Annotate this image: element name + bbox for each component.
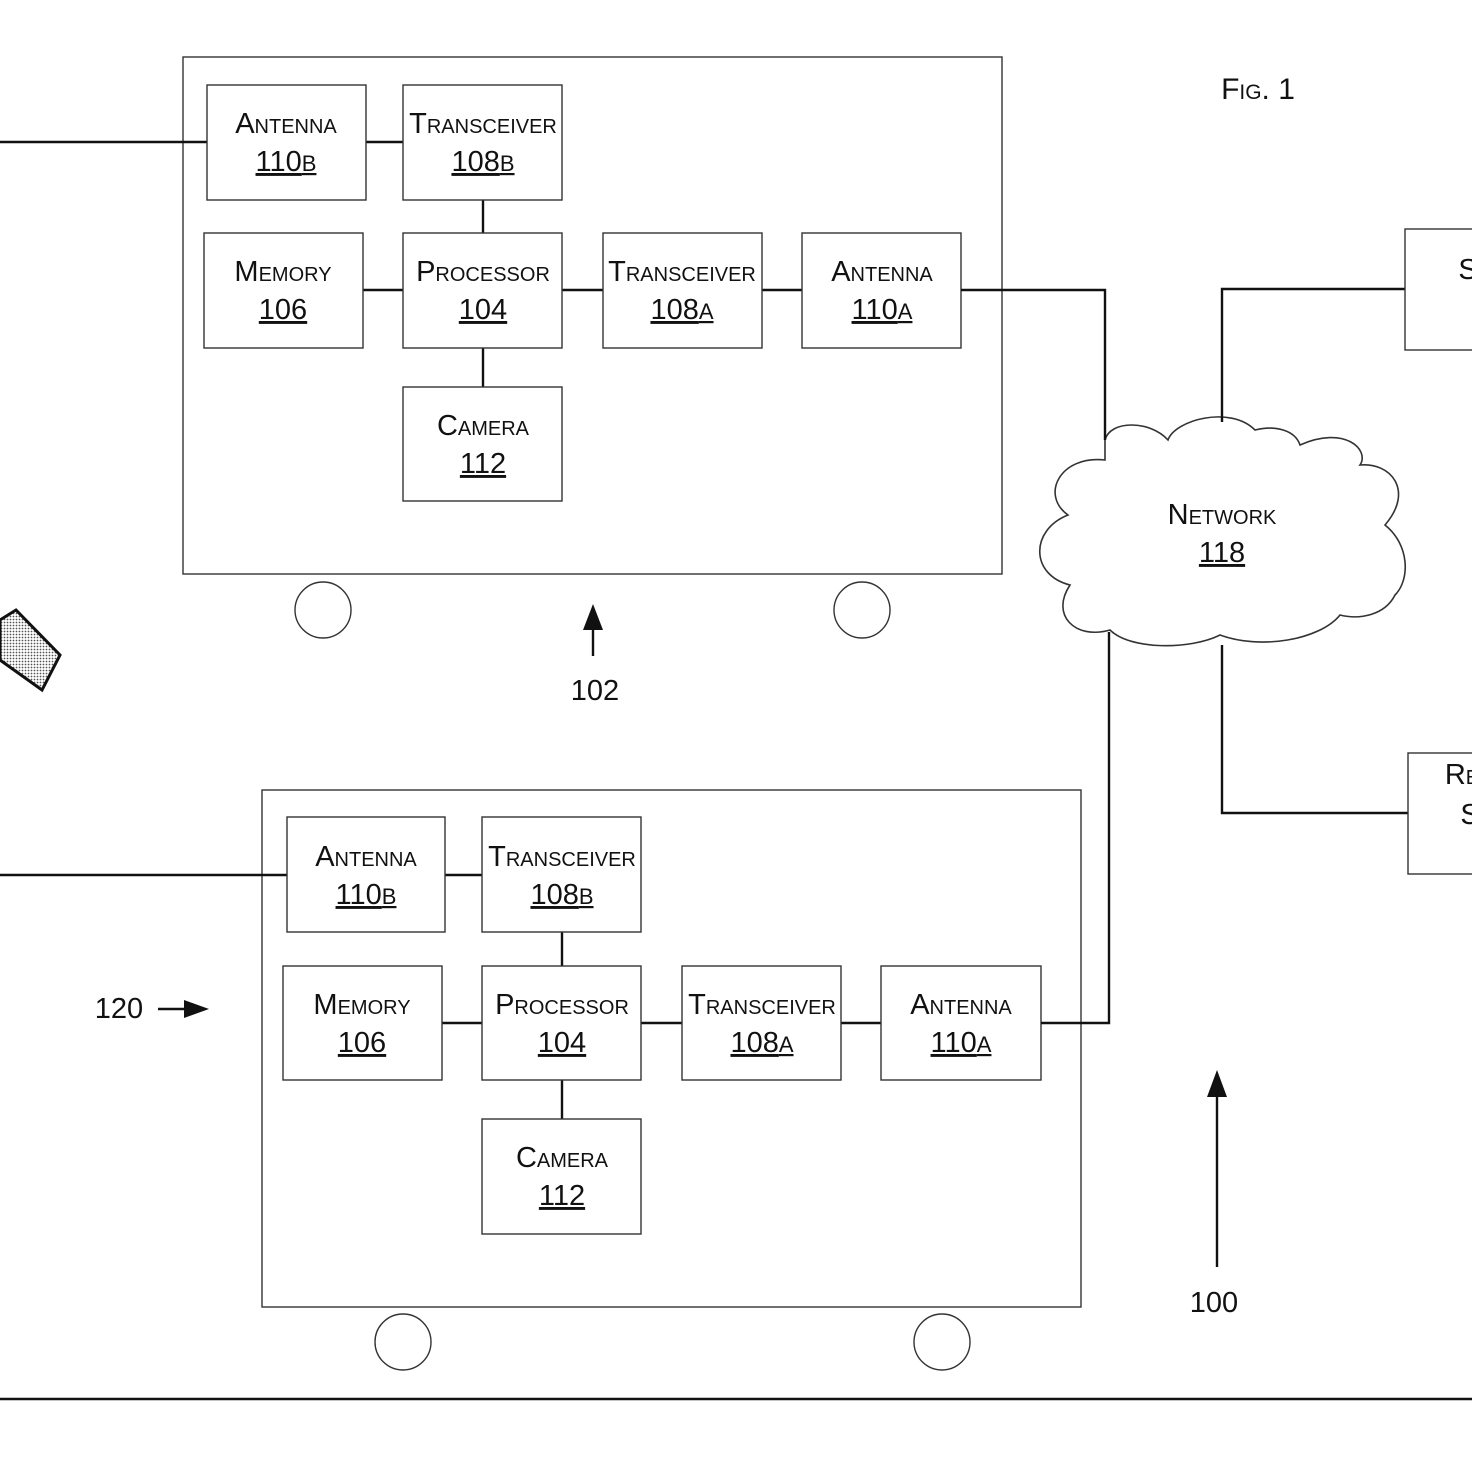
- transceiver-b-label: Transceiver: [488, 841, 636, 873]
- antenna-a-number: 110A: [852, 294, 913, 326]
- processor-number: 104: [459, 294, 507, 326]
- transceiver-b-box: Transceiver 108B: [402, 84, 563, 201]
- transceiver-a-label: Transceiver: [688, 989, 836, 1021]
- device-top-wheel-right: [833, 581, 891, 639]
- memory-label: Memory: [234, 256, 331, 288]
- antenna-b-label: Antenna: [315, 841, 417, 873]
- network-label: Network: [1168, 499, 1277, 531]
- camera-number: 112: [460, 448, 506, 480]
- camera-box: Camera 112: [402, 386, 563, 502]
- antenna-b-box: Antenna 110B: [206, 84, 367, 201]
- figure-label: Fig. 1: [1221, 73, 1295, 106]
- device-top: Antenna 110B Transceiver 108B Memory 106…: [0, 56, 1003, 707]
- memory-label: Memory: [313, 989, 410, 1021]
- right-bottom-box-text-line1: Re: [1445, 759, 1472, 791]
- transceiver-a-box: Transceiver 108A: [681, 965, 842, 1081]
- ref-120-arrow-head: [184, 1000, 209, 1018]
- right-bottom-box-text-line2: S: [1460, 799, 1472, 831]
- processor-box: Processor 104: [402, 232, 563, 349]
- ref-102-arrow-head: [583, 604, 603, 630]
- camera-label: Camera: [516, 1142, 609, 1174]
- transceiver-a-number: 108A: [730, 1027, 793, 1059]
- device-bottom-wheel-right: [913, 1313, 971, 1371]
- transceiver-b-box: Transceiver 108B: [481, 816, 642, 933]
- right-top-box-text: S: [1458, 254, 1472, 286]
- memory-number: 106: [338, 1027, 386, 1059]
- transceiver-a-label: Transceiver: [608, 256, 756, 288]
- processor-box: Processor 104: [481, 965, 642, 1081]
- transceiver-a-number: 108A: [650, 294, 713, 326]
- antenna-a-label: Antenna: [831, 256, 933, 288]
- network-number: 118: [1199, 537, 1245, 569]
- memory-box: Memory 106: [282, 965, 443, 1081]
- processor-label: Processor: [416, 256, 550, 288]
- device-bottom-wheel-left: [374, 1313, 432, 1371]
- transceiver-a-box: Transceiver 108A: [602, 232, 763, 349]
- link-top-antenna-a-network: [961, 288, 1107, 440]
- link-bottom-antenna-a-network: [1041, 632, 1111, 1025]
- antenna-b-number: 110B: [336, 879, 397, 911]
- left-partial-object: [0, 608, 62, 693]
- transceiver-b-label: Transceiver: [409, 108, 557, 140]
- network-cloud: Network 118: [1038, 416, 1406, 647]
- device-bottom: Antenna 110B Transceiver 108B Memory 106…: [0, 789, 1082, 1371]
- memory-number: 106: [259, 294, 307, 326]
- ref-100-arrow-head: [1207, 1070, 1227, 1097]
- ref-100-label: 100: [1190, 1287, 1238, 1319]
- camera-box: Camera 112: [481, 1118, 642, 1235]
- antenna-a-label: Antenna: [910, 989, 1012, 1021]
- antenna-b-number: 110B: [256, 146, 317, 178]
- antenna-b-label: Antenna: [235, 108, 337, 140]
- camera-number: 112: [539, 1180, 585, 1212]
- transceiver-b-number: 108B: [451, 146, 514, 178]
- antenna-a-box: Antenna 110A: [801, 232, 962, 349]
- ref-102-label: 102: [571, 675, 619, 707]
- antenna-b-box: Antenna 110B: [286, 816, 446, 933]
- memory-box: Memory 106: [203, 232, 364, 349]
- antenna-a-number: 110A: [931, 1027, 992, 1059]
- camera-label: Camera: [437, 410, 530, 442]
- ref-120-label: 120: [95, 993, 143, 1025]
- processor-label: Processor: [495, 989, 629, 1021]
- device-top-wheel-left: [294, 581, 352, 639]
- link-network-right-top: [1220, 287, 1405, 422]
- processor-number: 104: [538, 1027, 586, 1059]
- transceiver-b-number: 108B: [530, 879, 593, 911]
- right-bottom-box: Re S: [1407, 752, 1472, 875]
- link-network-right-bottom: [1220, 645, 1408, 815]
- right-top-box: S: [1404, 228, 1472, 351]
- antenna-a-box: Antenna 110A: [880, 965, 1042, 1081]
